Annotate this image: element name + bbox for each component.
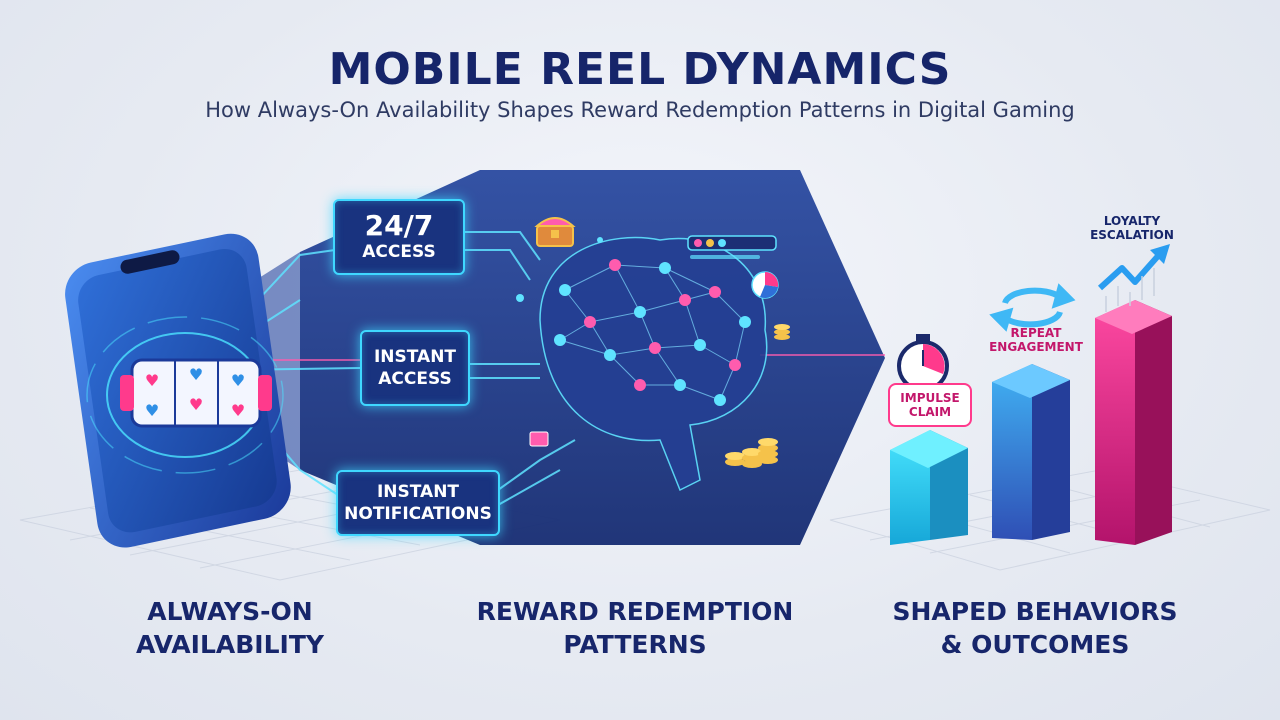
loyalty-escalation-label: LOYALTY ESCALATION	[1082, 214, 1182, 242]
repeat-engagement-label: REPEAT ENGAGEMENT	[988, 326, 1084, 354]
section-label-line1: SHAPED BEHAVIORS	[892, 597, 1178, 626]
input-box-line2: NOTIFICATIONS	[344, 504, 492, 524]
treasure-chest-icon	[534, 217, 576, 247]
svg-text:♥: ♥	[189, 395, 203, 414]
svg-text:♥: ♥	[189, 365, 203, 384]
input-box-instant-access: INSTANT ACCESS	[360, 330, 470, 406]
stopwatch-icon	[897, 334, 949, 392]
outcome-bar-impulse-claim	[890, 430, 968, 545]
input-box-24-7-access: 24/7 ACCESS	[333, 199, 465, 275]
svg-text:♥: ♥	[231, 371, 245, 390]
page-title: MOBILE REEL DYNAMICS	[328, 44, 952, 95]
repeat-engagement-line1: REPEAT	[1010, 326, 1062, 340]
input-box-line2: ACCESS	[362, 242, 436, 262]
section-label-line2: PATTERNS	[563, 630, 707, 659]
input-box-line1: 24/7	[364, 209, 434, 242]
section-label-redemption: REWARD REDEMPTION PATTERNS	[455, 595, 815, 661]
svg-text:♥: ♥	[145, 371, 159, 390]
outcome-bar-repeat-engagement	[992, 364, 1070, 540]
progress-strip-icon	[687, 235, 777, 259]
input-box-line1: INSTANT	[373, 347, 457, 367]
slot-reel-icon: ♥ ♥ ♥ ♥ ♥ ♥	[86, 316, 284, 474]
cycle-arrows-icon	[989, 283, 1076, 332]
section-label-line1: ALWAYS-ON	[147, 597, 313, 626]
outcome-bar-loyalty-escalation	[1095, 300, 1172, 545]
section-label-outcomes: SHAPED BEHAVIORS & OUTCOMES	[880, 595, 1190, 661]
impulse-claim-label: IMPULSE CLAIM	[888, 383, 972, 427]
brain-network-icon	[516, 236, 768, 492]
repeat-engagement-line2: ENGAGEMENT	[989, 340, 1083, 354]
section-label-line1: REWARD REDEMPTION	[476, 597, 794, 626]
input-box-line1: INSTANT	[376, 482, 460, 502]
impulse-claim-line1: IMPULSE	[900, 391, 960, 405]
input-box-line2: ACCESS	[378, 369, 452, 389]
loyalty-escalation-line1: LOYALTY	[1103, 214, 1161, 228]
pie-chart-icon	[751, 271, 779, 299]
input-box-instant-notifications: INSTANT NOTIFICATIONS	[336, 470, 500, 536]
svg-text:♥: ♥	[145, 401, 159, 420]
ticket-icon	[529, 431, 549, 447]
trend-up-arrow-icon	[1097, 244, 1170, 312]
section-label-line2: AVAILABILITY	[136, 630, 324, 659]
page-subtitle: How Always-On Availability Shapes Reward…	[205, 98, 1075, 122]
section-label-line2: & OUTCOMES	[940, 630, 1130, 659]
svg-text:♥: ♥	[231, 401, 245, 420]
loyalty-escalation-line2: ESCALATION	[1090, 228, 1174, 242]
coin-stack-icon	[725, 324, 790, 468]
section-label-availability: ALWAYS-ON AVAILABILITY	[100, 595, 360, 661]
impulse-claim-line2: CLAIM	[908, 405, 952, 419]
